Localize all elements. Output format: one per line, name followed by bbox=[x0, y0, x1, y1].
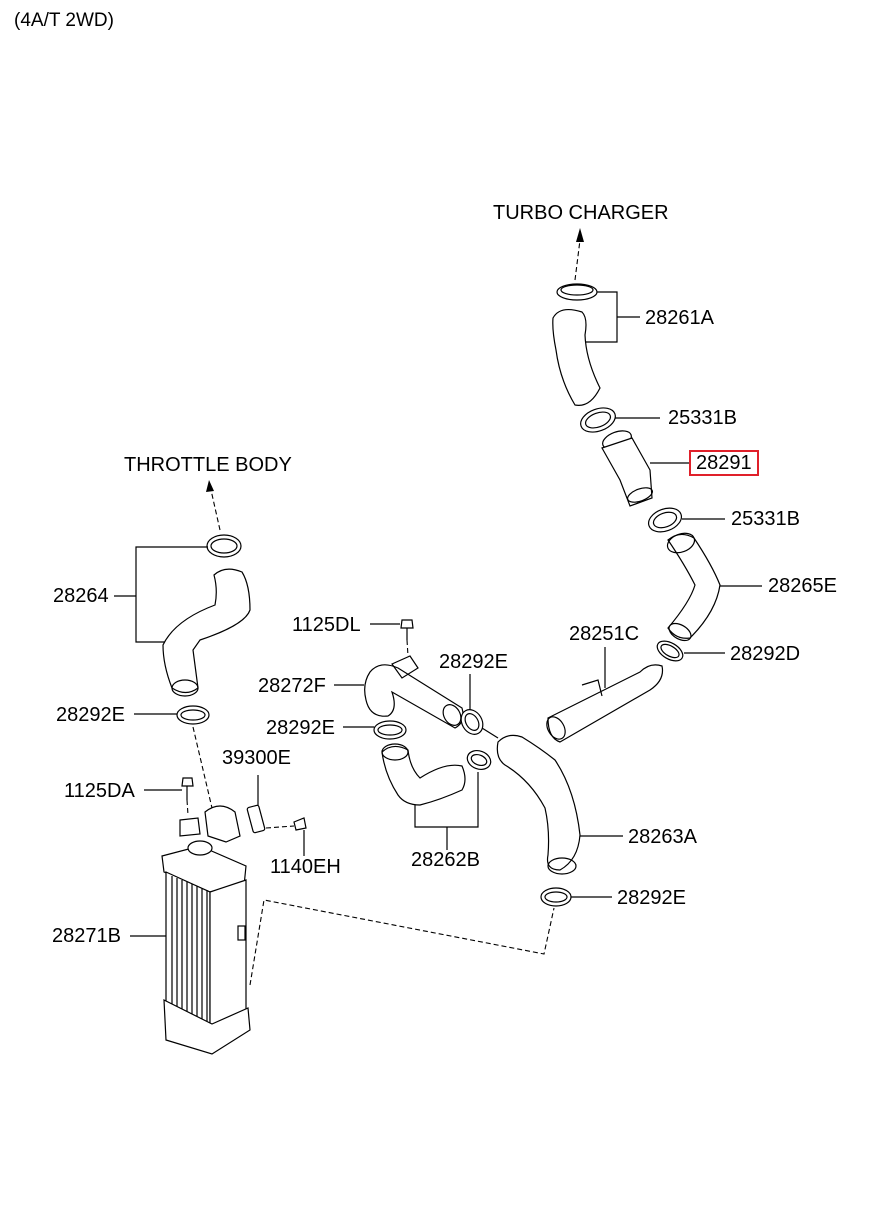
part-label-28292E-bottom[interactable]: 28292E bbox=[617, 887, 686, 909]
part-1125DA-drawing[interactable] bbox=[144, 777, 194, 816]
part-label-25331B-bottom[interactable]: 25331B bbox=[731, 508, 800, 530]
throttle-body-label: THROTTLE BODY bbox=[124, 454, 292, 476]
part-label-28292E-left[interactable]: 28292E bbox=[56, 704, 125, 726]
turbo-charger-arrow bbox=[574, 228, 584, 281]
part-label-1140EH[interactable]: 1140EH bbox=[270, 856, 341, 878]
part-28271B-drawing[interactable] bbox=[130, 805, 251, 1055]
part-label-28262B[interactable]: 28262B bbox=[411, 849, 480, 871]
part-label-28292E-mid[interactable]: 28292E bbox=[266, 717, 335, 739]
part-28292E-mid-drawing[interactable] bbox=[343, 720, 407, 740]
part-28251C-drawing[interactable] bbox=[543, 647, 664, 743]
part-28292E-bottom-drawing[interactable] bbox=[540, 887, 612, 907]
part-label-28272F[interactable]: 28272F bbox=[258, 675, 326, 697]
variant-header: (4A/T 2WD) bbox=[14, 10, 114, 31]
part-25331B-bottom-drawing[interactable] bbox=[645, 504, 725, 536]
turbo-charger-label: TURBO CHARGER bbox=[493, 202, 669, 224]
part-28261A-drawing[interactable] bbox=[552, 283, 640, 406]
part-28262B-drawing[interactable] bbox=[381, 743, 493, 850]
part-label-39300E[interactable]: 39300E bbox=[222, 747, 291, 769]
part-label-28292D[interactable]: 28292D bbox=[730, 643, 801, 665]
part-label-28263A[interactable]: 28263A bbox=[628, 826, 697, 848]
part-28292E-center-drawing[interactable] bbox=[457, 674, 499, 739]
part-25331B-top-drawing[interactable] bbox=[577, 404, 660, 437]
part-label-28265E[interactable]: 28265E bbox=[768, 575, 837, 597]
part-1125DL-drawing[interactable] bbox=[370, 619, 414, 657]
part-28263A-drawing[interactable] bbox=[496, 734, 623, 875]
part-1140EH-drawing[interactable] bbox=[265, 817, 307, 856]
part-28291-drawing[interactable] bbox=[600, 427, 690, 507]
part-label-28271B[interactable]: 28271B bbox=[52, 925, 121, 947]
part-label-28292E-center[interactable]: 28292E bbox=[439, 651, 508, 673]
part-label-28261A[interactable]: 28261A bbox=[645, 307, 714, 329]
part-28265E-drawing[interactable] bbox=[665, 530, 762, 644]
part-label-28291-selected[interactable]: 28291 bbox=[689, 450, 759, 476]
part-39300E-drawing[interactable] bbox=[246, 775, 266, 834]
part-28264-drawing[interactable] bbox=[114, 480, 251, 697]
part-label-28264[interactable]: 28264 bbox=[53, 585, 109, 607]
part-label-25331B-top[interactable]: 25331B bbox=[668, 407, 737, 429]
part-28272F-drawing[interactable] bbox=[334, 655, 464, 729]
part-label-1125DL[interactable]: 1125DL bbox=[292, 614, 361, 636]
part-label-1125DA[interactable]: 1125DA bbox=[64, 780, 135, 802]
connection-path bbox=[249, 899, 555, 986]
part-28292E-left-drawing[interactable] bbox=[134, 705, 213, 809]
part-28292D-drawing[interactable] bbox=[654, 637, 725, 665]
part-label-28251C[interactable]: 28251C bbox=[569, 623, 640, 645]
